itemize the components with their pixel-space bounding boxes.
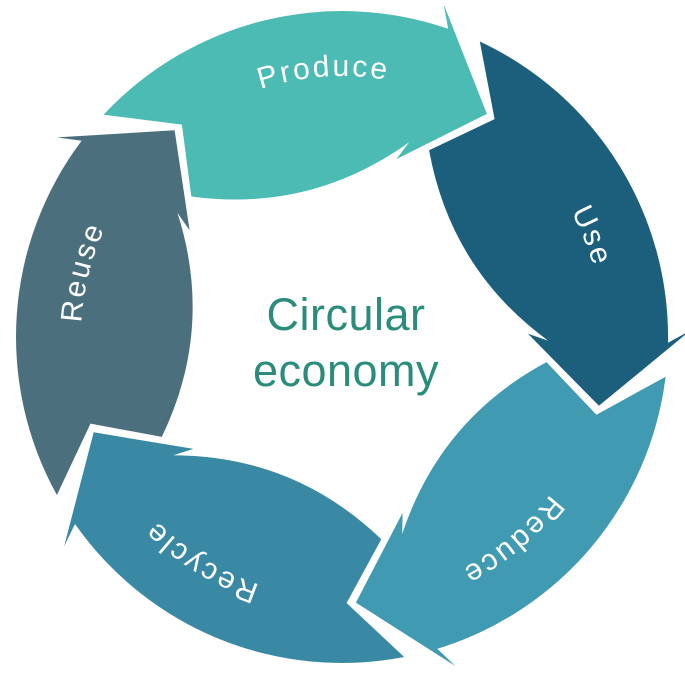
diagram-title: Circular economy (253, 289, 439, 396)
arrow-segments (16, 4, 685, 666)
arrow-segment-use (429, 41, 685, 406)
arrow-segment-recycle (64, 432, 405, 663)
diagram-title-line1: Circular (266, 289, 425, 340)
diagram-title-line2: economy (253, 345, 439, 396)
arrow-segment-reduce (355, 362, 666, 666)
arrow-segment-reuse (16, 130, 193, 496)
arrow-segment-produce (103, 4, 487, 200)
